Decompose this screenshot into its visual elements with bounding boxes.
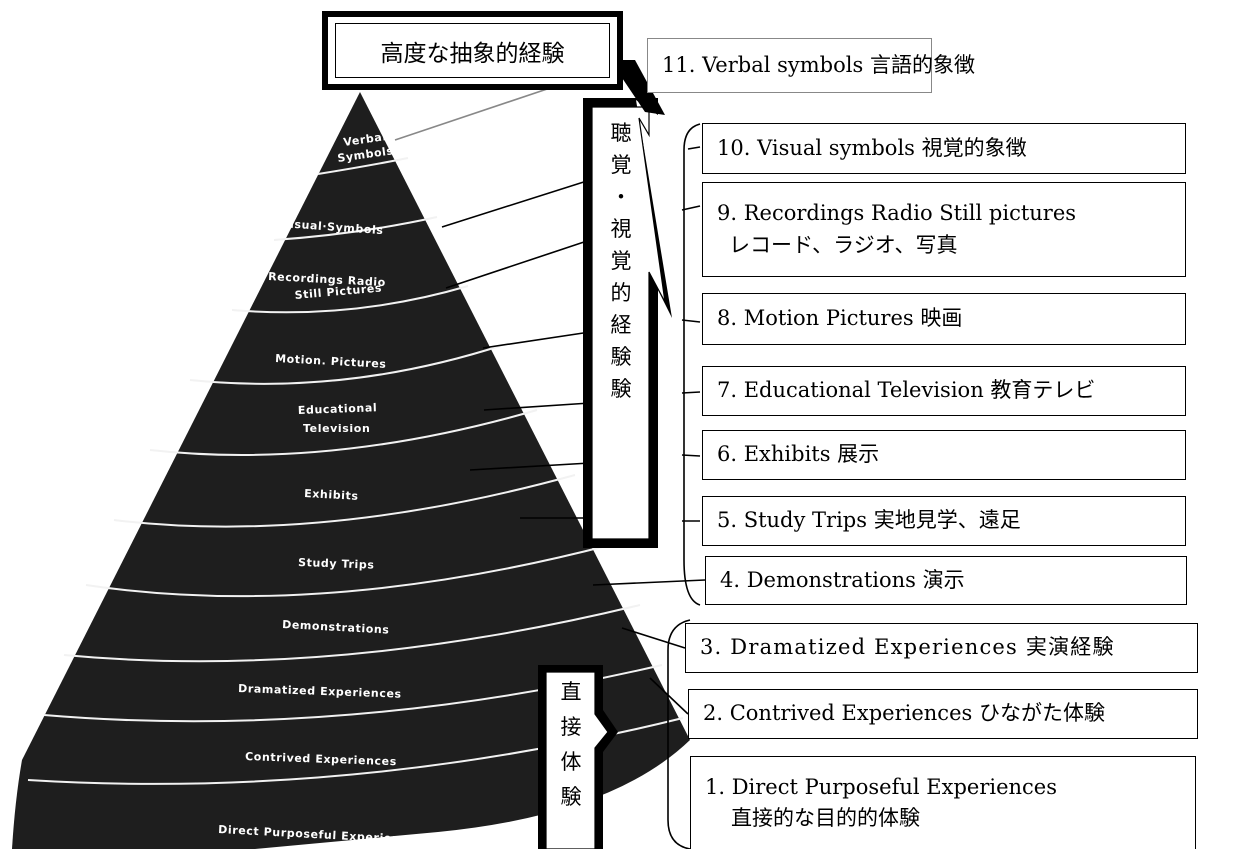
av-char-4: 覚 [610,249,632,273]
connector-demonstrations [592,579,706,586]
box-9-line1: 9. Recordings Radio Still pictures [717,201,1077,225]
connector-b10 [687,146,701,150]
box-1-line1: 1. Direct Purposeful Experiences [705,774,1057,799]
connector-b6 [681,454,701,457]
av-char-8: 験 [610,377,632,401]
box-9-line2: レコード、ラジオ、写真 [729,232,958,257]
box-6-exhibits: 6. Exhibits 展示 [702,430,1186,480]
cone-label-study-trips: Study Trips [298,556,375,572]
direct-experience-label: 直 接 体 験 [550,676,592,846]
box-2-text: 2. Contrived Experiences ひながた体験 [703,701,1105,726]
connector-exhibits [469,462,591,471]
box-3-dramatized-experiences: 3. Dramatized Experiences 実演経験 [685,623,1198,673]
box-6-text: 6. Exhibits 展示 [717,442,880,467]
connector-contrived [649,677,689,715]
cone-label-contrived: Contrived Experiences [245,750,397,768]
connector-verbal [394,81,569,141]
connector-b8 [681,319,701,323]
av-char-6: 経 [610,313,632,337]
cone-label-exhibits: Exhibits [304,487,359,503]
title-arrow [610,60,665,115]
bracket-right-lower [667,619,691,849]
av-char-2: ・ [610,185,632,209]
direct-char-2: 体 [560,750,582,774]
band-line-5 [149,409,538,456]
band-line-2 [273,216,438,241]
connector-b7 [681,391,701,394]
audio-visual-label: 聴 覚 ・ 視 覚 的 経 験 験 [596,117,646,537]
connector-dramatized [621,627,686,649]
band-line-4 [189,344,504,385]
box-11-verbal-symbols: 11. Verbal symbols 言語的象徴 [647,38,975,93]
box-4-text: 4. Demonstrations 演示 [720,567,965,592]
box-5-study-trips: 5. Study Trips 実地見学、遠足 [702,496,1186,546]
box-8-text: 8. Motion Pictures 映画 [717,306,963,331]
band-line-7 [85,544,611,598]
band-line-3 [231,285,469,314]
box-7-educational-television: 7. Educational Television 教育テレビ [702,366,1186,416]
cone-label-dramatized: Dramatized Experiences [238,682,402,701]
band-line-6 [113,474,576,528]
box-10-text: 10. Visual symbols 視覚的象徴 [717,135,1027,160]
audio-visual-arrow-inner [591,106,666,540]
connector-visual [441,179,591,228]
band-line-1 [317,157,409,175]
connectors [394,81,706,849]
connector-b9 [681,205,701,211]
cone-label-educational-1: Educational [298,401,378,417]
cone-body [12,92,690,849]
av-char-5: 的 [610,281,632,305]
connector-motion [482,331,591,349]
box-8-motion-pictures: 8. Motion Pictures 映画 [702,293,1186,345]
direct-char-1: 接 [560,715,582,739]
box-4-demonstrations: 4. Demonstrations 演示 [705,556,1187,605]
cone-label-verbal-1: Verbal [343,130,388,149]
direct-char-3: 験 [560,785,582,809]
box-3-text: 3. Dramatized Experiences 実演経験 [700,635,1115,660]
title-box-text: 高度な抽象的経験 [335,23,610,78]
box-11-text: 11. Verbal symbols 言語的象徴 [662,52,975,77]
box-9-recordings: 9. Recordings Radio Still pictures レコード、… [702,182,1186,277]
bracket-right-upper [683,123,701,606]
connector-educational [483,402,591,411]
av-char-1: 覚 [610,153,632,177]
box-2-contrived-experiences: 2. Contrived Experiences ひながた体験 [688,689,1198,739]
box-5-text: 5. Study Trips 実地見学、遠足 [717,508,1021,533]
box-10-visual-symbols: 10. Visual symbols 視覚的象徴 [702,123,1186,174]
direct-char-0: 直 [560,680,582,704]
box-1-line2: 直接的な目的的体験 [731,806,920,830]
title-box: 高度な抽象的経験 [322,11,623,90]
box-1-direct-purposeful: 1. Direct Purposeful Experiences 直接的な目的的… [690,756,1196,849]
cone-label-educational-2: Television [303,422,370,435]
box-7-text: 7. Educational Television 教育テレビ [717,378,1096,403]
av-char-7: 験 [610,345,632,369]
band-line-8 [63,604,641,663]
cone-label-motion: Motion. Pictures [275,352,387,371]
cone-label-demonstrations: Demonstrations [282,618,390,637]
av-char-0: 聴 [610,121,632,145]
direct-frame-inner [545,671,609,849]
cone-label-recordings-1: Recordings Radio [268,270,386,289]
connector-recordings [445,239,591,289]
direct-frame [538,665,618,849]
av-char-3: 視 [610,217,632,241]
audio-visual-arrow [583,98,672,548]
